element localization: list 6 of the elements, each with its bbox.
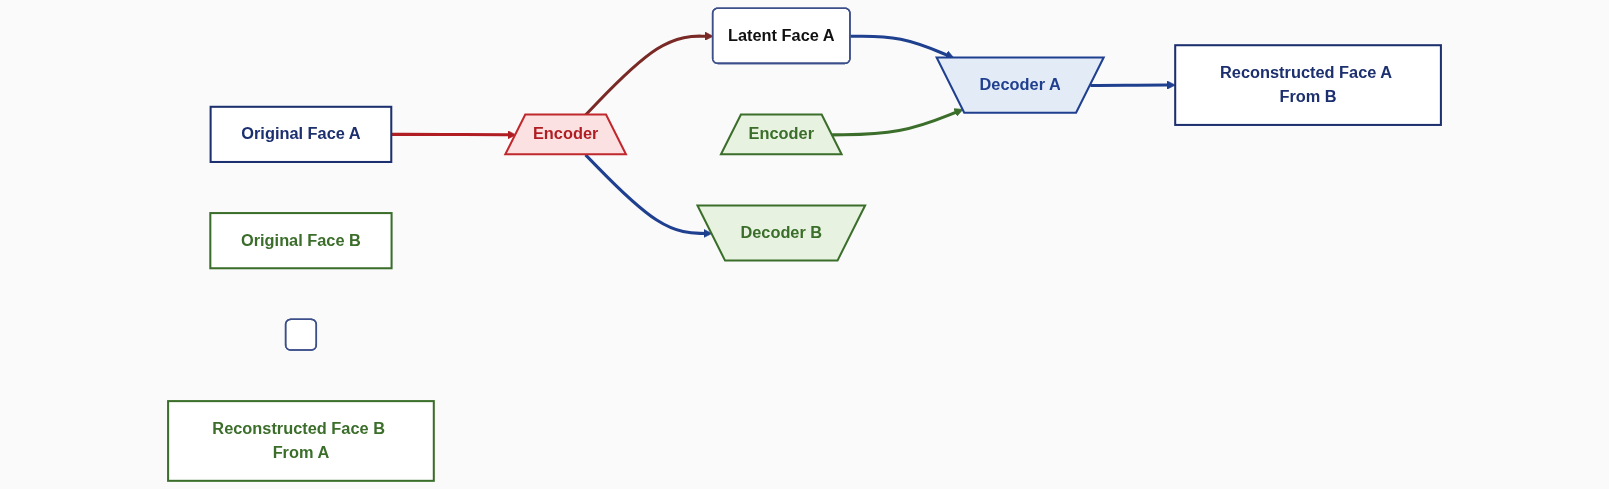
node-box: Reconstructed Face B From A [167, 400, 435, 482]
arrow [1090, 80, 1176, 90]
node-box: Original Face B [209, 212, 393, 270]
node-box: Original Face A [209, 105, 393, 163]
node-box: Reconstructed Face A From B [1174, 44, 1442, 126]
arrow [832, 108, 964, 137]
